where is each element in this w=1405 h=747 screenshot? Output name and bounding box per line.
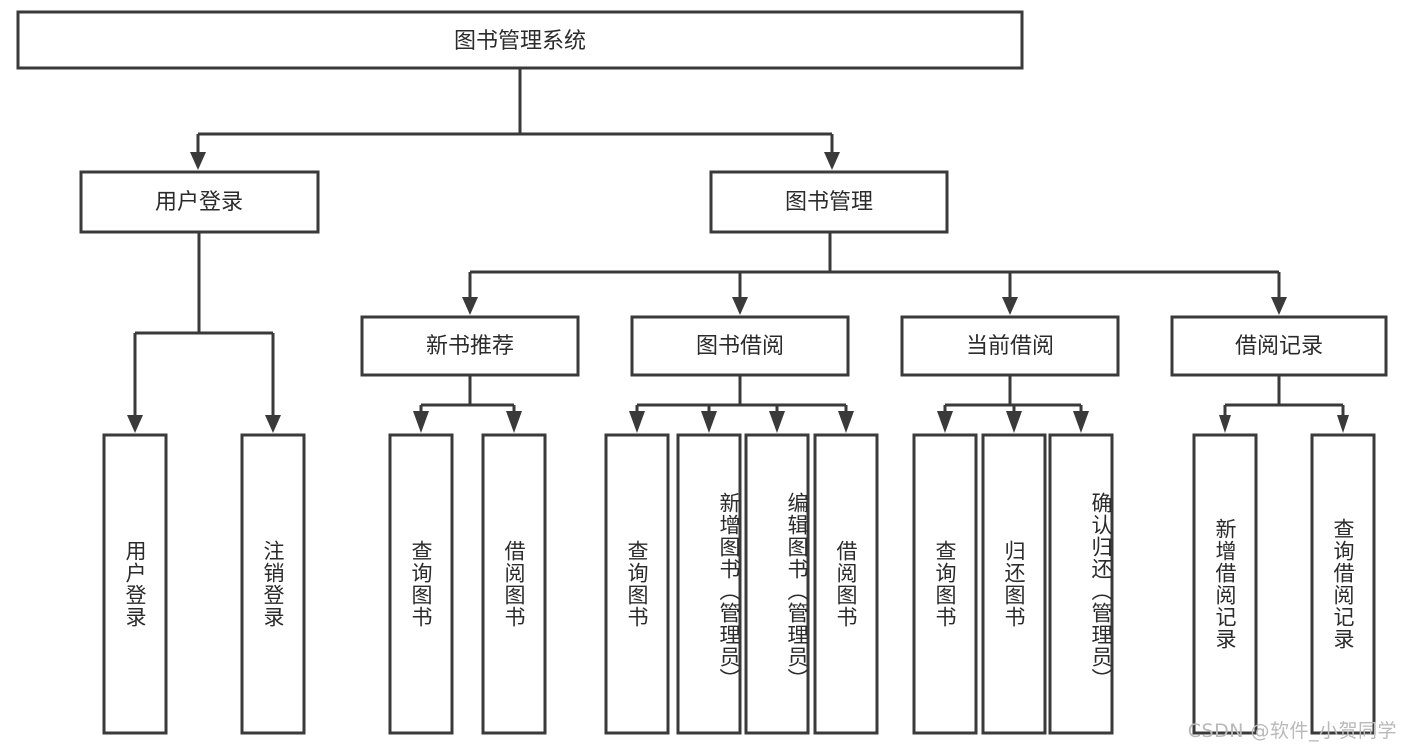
leaf-box-add-borrow-record[interactable] [1192,433,1258,735]
leaf-box-confirm-return-admin[interactable] [1048,433,1114,735]
arrow-root-to-user-login [190,152,206,170]
arrow-nb-to-leaf2 [506,411,522,433]
node-borrow-record-label: 借阅记录 [1235,334,1323,359]
leaf-box-query-book-rec[interactable] [388,433,454,735]
arrow-bb-to-leaf1 [629,411,645,433]
connector-group-new-book [413,375,522,433]
leaf-box-user-login[interactable] [102,433,168,735]
node-book-borrow[interactable]: 图书借阅 [630,315,850,377]
arrow-bb-to-leaf4 [838,411,854,433]
node-user-login-label: 用户登录 [155,190,243,215]
leaf-box-edit-book-admin[interactable] [744,433,810,735]
arrow-ul-to-leaf1 [127,415,143,433]
node-root-label: 图书管理系统 [454,29,586,54]
connector-group-root [190,68,840,170]
node-book-borrow-label: 图书借阅 [696,334,784,359]
leaf-box-query-borrow-record[interactable] [1310,433,1376,735]
connector-group-borrow-record [1219,375,1349,433]
arrow-bm-to-book-borrow [732,297,748,315]
leaf-box-return-book[interactable] [981,433,1047,735]
node-borrow-record[interactable]: 借阅记录 [1170,315,1388,377]
leaf-box-query-book-borrow[interactable] [604,433,670,735]
connector-group-user-login [127,232,281,433]
node-user-login-box[interactable] [79,170,320,234]
csdn-watermark: CSDN @软件_小贺同学 [1187,720,1397,742]
arrow-bm-to-current-borrow [1002,297,1018,315]
arrow-bm-to-new-book [462,297,478,315]
node-new-book-recommend-label: 新书推荐 [426,334,514,359]
arrow-cb-to-leaf1 [937,411,953,433]
node-book-management-box[interactable] [709,170,949,234]
leaf-box-add-book-admin[interactable] [676,433,742,735]
arrow-br-to-leaf1 [1219,415,1231,433]
node-book-borrow-box[interactable] [630,315,850,377]
leaf-box-borrow-book-rec[interactable] [481,433,547,735]
node-root-box[interactable] [16,10,1024,70]
node-book-management[interactable]: 图书管理 [709,170,949,234]
arrow-nb-to-leaf1 [413,411,429,433]
node-new-book-recommend[interactable]: 新书推荐 [360,315,580,377]
arrow-bb-to-leaf2 [701,411,717,433]
node-book-management-label: 图书管理 [785,190,873,215]
node-user-login[interactable]: 用户登录 [79,170,320,234]
arrow-cb-to-leaf2 [1006,411,1022,433]
connector-group-book-borrow [629,375,854,433]
node-current-borrow-label: 当前借阅 [966,334,1054,359]
arrow-bb-to-leaf3 [769,411,785,433]
leaf-box-user-logout[interactable] [240,433,306,735]
node-new-book-recommend-box[interactable] [360,315,580,377]
connector-group-book-management [462,232,1287,315]
arrow-ul-to-leaf2 [265,415,281,433]
node-borrow-record-box[interactable] [1170,315,1388,377]
node-root[interactable]: 图书管理系统 [16,10,1024,70]
leaf-box-query-book-current[interactable] [912,433,978,735]
arrow-root-to-book-management [824,152,840,170]
arrow-bm-to-borrow-record [1271,297,1287,315]
node-current-borrow[interactable]: 当前借阅 [900,315,1120,377]
connector-group-current-borrow [937,375,1089,433]
leaf-box-borrow-book[interactable] [813,433,879,735]
arrow-cb-to-leaf3 [1073,411,1089,433]
arrow-br-to-leaf2 [1337,415,1349,433]
node-current-borrow-box[interactable] [900,315,1120,377]
